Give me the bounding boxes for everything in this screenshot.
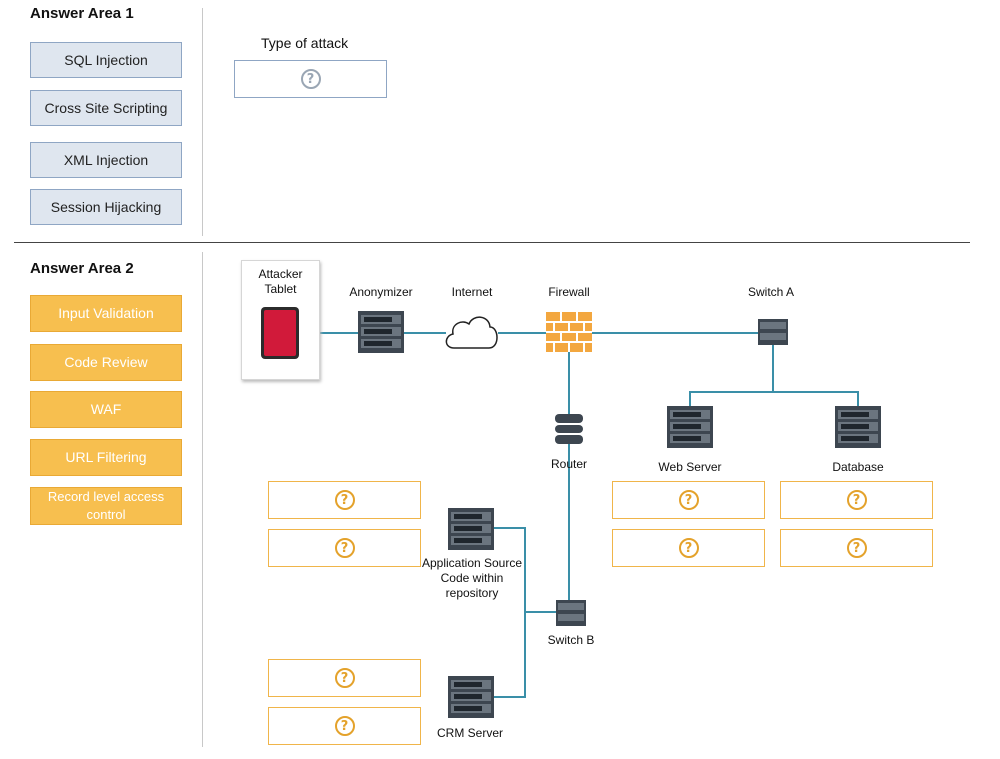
switch-b-label: Switch B: [547, 633, 595, 647]
drop-zone-web-server-2[interactable]: ?: [612, 529, 765, 567]
question-icon: ?: [334, 716, 355, 736]
type-of-attack-drop-zone[interactable]: ?: [234, 60, 387, 98]
switch-b-icon: [556, 600, 586, 626]
drop-zone-attacker-2[interactable]: ?: [268, 529, 421, 567]
switch-a-icon: [758, 319, 788, 345]
option-sql-injection[interactable]: SQL Injection: [30, 42, 182, 78]
crm-server-icon: [448, 676, 494, 718]
web-server-icon: [667, 406, 713, 448]
tablet-icon: [261, 307, 299, 359]
option-xml-injection[interactable]: XML Injection: [30, 142, 182, 178]
internet-label: Internet: [451, 285, 493, 299]
question-icon: ?: [334, 490, 355, 510]
question-icon: ?: [846, 490, 867, 510]
router-label: Router: [550, 457, 588, 471]
option-url-filtering[interactable]: URL Filtering: [30, 439, 182, 476]
answer-area-1-title: Answer Area 1: [30, 5, 134, 22]
answer-area-2-title: Answer Area 2: [30, 260, 134, 277]
app-source-label: Application Source Code within repositor…: [421, 556, 523, 600]
anonymizer-label: Anonymizer: [349, 285, 413, 299]
area2-divider: [202, 252, 203, 747]
question-icon: ?: [846, 538, 867, 558]
anonymizer-server-icon: [358, 311, 404, 353]
firewall-label: Firewall: [548, 285, 590, 299]
web-server-label: Web Server: [658, 460, 722, 474]
router-icon: [555, 414, 583, 444]
option-record-level-access-control[interactable]: Record level access control: [30, 487, 182, 525]
drop-zone-database-2[interactable]: ?: [780, 529, 933, 567]
option-waf[interactable]: WAF: [30, 391, 182, 428]
drop-zone-attacker-1[interactable]: ?: [268, 481, 421, 519]
app-source-server-icon: [448, 508, 494, 550]
option-session-hijacking[interactable]: Session Hijacking: [30, 189, 182, 225]
attacker-tablet-label: Attacker Tablet: [258, 267, 303, 296]
question-icon: ?: [678, 490, 699, 510]
crm-server-label: CRM Server: [436, 726, 503, 740]
switch-a-label: Switch A: [747, 285, 795, 299]
question-icon: ?: [300, 69, 321, 89]
option-input-validation[interactable]: Input Validation: [30, 295, 182, 332]
drop-zone-crm-1[interactable]: ?: [268, 659, 421, 697]
question-icon: ?: [678, 538, 699, 558]
option-code-review[interactable]: Code Review: [30, 344, 182, 381]
database-server-icon: [835, 406, 881, 448]
question-icon: ?: [334, 538, 355, 558]
cloud-icon: [445, 316, 498, 349]
link-app-crm: [494, 527, 526, 698]
type-of-attack-label: Type of attack: [261, 35, 349, 51]
section-separator: [14, 242, 970, 243]
option-cross-site-scripting[interactable]: Cross Site Scripting: [30, 90, 182, 126]
link-switch-a-servers: [689, 391, 859, 408]
area1-divider: [202, 8, 203, 236]
database-label: Database: [832, 460, 884, 474]
question-icon: ?: [334, 668, 355, 688]
drop-zone-database-1[interactable]: ?: [780, 481, 933, 519]
drop-zone-crm-2[interactable]: ?: [268, 707, 421, 745]
firewall-icon: [546, 312, 592, 352]
attacker-tablet-card: Attacker Tablet: [241, 260, 320, 380]
drop-zone-web-server-1[interactable]: ?: [612, 481, 765, 519]
